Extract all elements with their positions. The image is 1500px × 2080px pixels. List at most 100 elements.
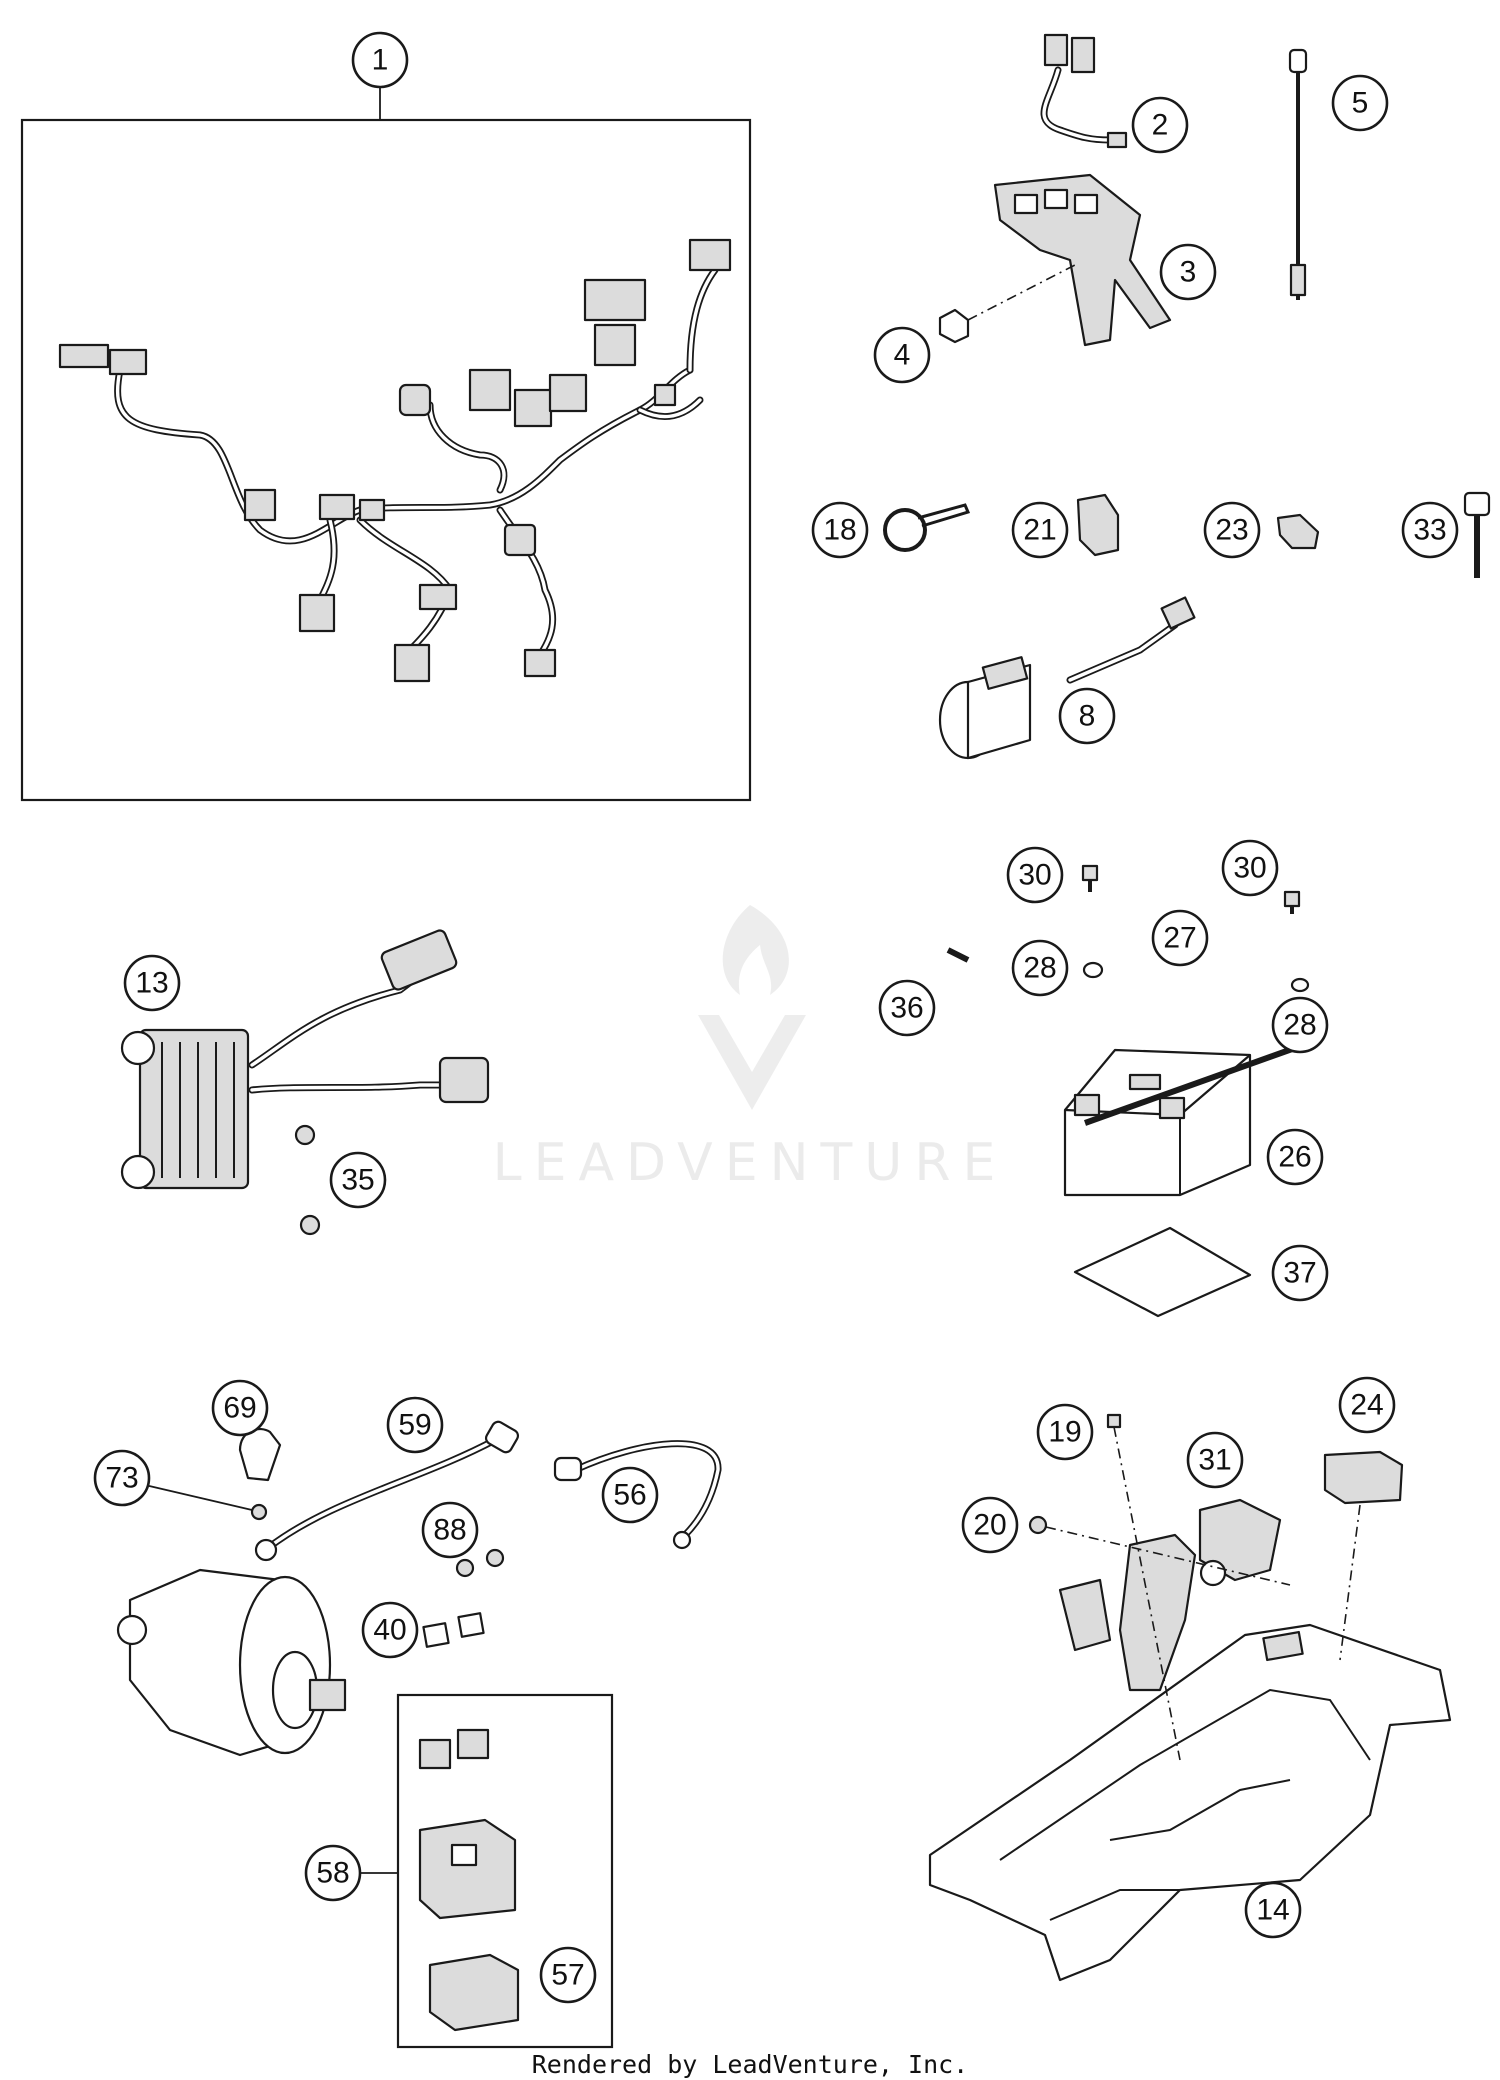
svg-text:30: 30: [1233, 852, 1266, 885]
svg-text:28: 28: [1023, 952, 1056, 985]
part-59-cable: [254, 1420, 520, 1562]
callout-26: 26: [1266, 1128, 1324, 1186]
svg-text:37: 37: [1283, 1257, 1316, 1290]
callout-31: 31: [1186, 1431, 1244, 1489]
callout-14: 14: [1244, 1881, 1302, 1939]
harness-frame: [20, 118, 752, 802]
part-24-relay: [1323, 1450, 1404, 1661]
part-57-relay: [428, 1953, 520, 2032]
part-23-clip: [1276, 513, 1320, 550]
callout-57: 57: [539, 1946, 597, 2004]
part-30-screws: [1081, 864, 1301, 914]
part-31-relay-bracket: [1058, 1498, 1282, 1692]
callout-30-right: 30: [1221, 839, 1279, 897]
part-5-cable: [1288, 48, 1308, 300]
watermark-text: LEADVENTURE: [493, 1133, 1008, 1193]
callout-36: 36: [878, 979, 936, 1037]
callout-69: 69: [211, 1379, 269, 1437]
svg-text:23: 23: [1215, 514, 1248, 547]
svg-text:19: 19: [1048, 1416, 1081, 1449]
svg-text:14: 14: [1256, 1894, 1289, 1927]
svg-text:36: 36: [890, 992, 923, 1025]
starter-motor: [116, 1568, 347, 1757]
part-33-screw: [1463, 491, 1491, 578]
part-40-seals: [422, 1612, 485, 1648]
callout-19: 19: [1036, 1403, 1094, 1461]
svg-text:4: 4: [894, 339, 911, 372]
svg-text:2: 2: [1152, 109, 1169, 142]
callout-24: 24: [1338, 1376, 1396, 1434]
callout-2: 2: [1131, 96, 1189, 154]
part-8-horn: [938, 596, 1196, 760]
svg-text:57: 57: [551, 1959, 584, 1992]
part-36-bolt: [946, 947, 970, 963]
part-14-frame: [928, 1623, 1452, 1982]
callout-3: 3: [1159, 243, 1217, 301]
part-27-cable: [1083, 1045, 1297, 1126]
callout-4: 4: [873, 326, 931, 384]
svg-text:40: 40: [373, 1614, 406, 1647]
callout-1: 1: [351, 31, 409, 89]
part-35-screws: [294, 1124, 321, 1236]
callout-37: 37: [1271, 1244, 1329, 1302]
callout-35: 35: [329, 1151, 387, 1209]
watermark: LEADVENTURE: [493, 905, 1008, 1193]
callout-59: 59: [386, 1396, 444, 1454]
svg-text:3: 3: [1180, 256, 1197, 289]
part-3-bracket: [993, 173, 1172, 347]
svg-text:18: 18: [823, 514, 856, 547]
svg-text:56: 56: [613, 1479, 646, 1512]
callout-18: 18: [811, 501, 869, 559]
part-18-cable-tie: [883, 503, 971, 552]
svg-text:5: 5: [1352, 87, 1369, 120]
svg-text:26: 26: [1278, 1141, 1311, 1174]
callout-13: 13: [123, 954, 181, 1012]
part-58-relay-kit: [360, 1693, 614, 2049]
part-88-screws: [455, 1548, 505, 1578]
svg-text:58: 58: [316, 1857, 349, 1890]
part-19-screw: [1106, 1413, 1181, 1761]
callout-5: 5: [1331, 74, 1389, 132]
svg-text:13: 13: [135, 967, 168, 1000]
callout-28-left: 28: [1011, 939, 1069, 997]
svg-text:88: 88: [433, 1514, 466, 1547]
svg-text:69: 69: [223, 1392, 256, 1425]
part-2-cable: [1040, 33, 1128, 149]
svg-text:31: 31: [1198, 1444, 1231, 1477]
part-73-nut: [144, 1484, 268, 1521]
callout-30-left: 30: [1006, 846, 1064, 904]
part-56-cable: [553, 1440, 722, 1550]
callout-73: 73: [93, 1449, 151, 1507]
svg-text:21: 21: [1023, 514, 1056, 547]
svg-text:28: 28: [1283, 1009, 1316, 1042]
part-4-nut: [938, 264, 1076, 344]
svg-text:8: 8: [1079, 700, 1096, 733]
wiring-harness-part-1: [20, 87, 752, 802]
svg-text:35: 35: [341, 1164, 374, 1197]
svg-text:1: 1: [372, 44, 389, 77]
svg-text:30: 30: [1018, 859, 1051, 892]
callout-33: 33: [1401, 501, 1459, 559]
part-13-regulator: [120, 929, 490, 1190]
svg-text:33: 33: [1413, 514, 1446, 547]
svg-text:27: 27: [1163, 922, 1196, 955]
callout-28-right: 28: [1271, 996, 1329, 1054]
callout-21: 21: [1011, 501, 1069, 559]
part-69-cap: [238, 1427, 282, 1482]
svg-text:20: 20: [973, 1509, 1006, 1542]
callout-27: 27: [1151, 909, 1209, 967]
callout-56: 56: [601, 1466, 659, 1524]
svg-text:59: 59: [398, 1409, 431, 1442]
svg-text:73: 73: [105, 1462, 138, 1495]
svg-text:24: 24: [1350, 1389, 1383, 1422]
footer-credit: Rendered by LeadVenture, Inc.: [531, 2050, 969, 2079]
part-20-screw: [1028, 1515, 1291, 1586]
part-37-pad: [1073, 1226, 1252, 1318]
callout-88: 88: [421, 1501, 479, 1559]
callout-40: 40: [361, 1601, 419, 1659]
part-21-cap: [1076, 493, 1120, 557]
callout-58: 58: [304, 1844, 362, 1902]
part-28-washers: [1082, 961, 1310, 993]
callout-8: 8: [1058, 687, 1116, 745]
